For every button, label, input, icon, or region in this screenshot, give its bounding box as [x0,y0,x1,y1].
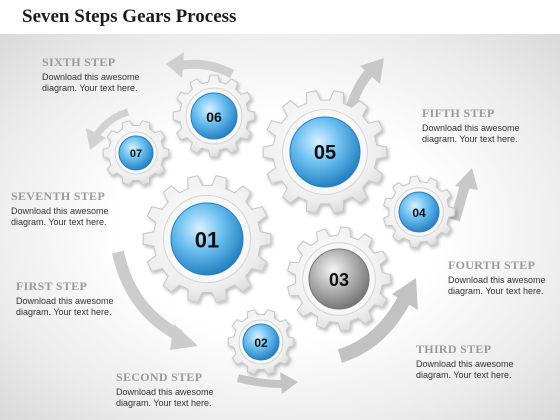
step-desc-line: Download this awesome [422,123,520,133]
arrow-seventh [86,108,130,150]
gear-hub [118,135,154,171]
gear-hub [289,116,361,188]
step-desc-line: diagram. Your text here. [42,83,138,93]
step-desc-line: Download this awesome [416,359,514,369]
arrow-fourth [450,168,478,222]
arrow-first [112,250,198,350]
gear-group: 01 02 03 04 05 06 07 [102,74,456,375]
step-seventh: SEVENTH STEP Download this awesome diagr… [11,189,141,228]
process-arrows [86,52,478,394]
step-description: Download this awesome diagram. Your text… [448,275,560,297]
gear-hub [190,92,238,140]
step-description: Download this awesome diagram. Your text… [16,296,146,318]
step-desc-line: Download this awesome [116,387,214,397]
gear-04: 04 [383,175,456,249]
step-desc-line: diagram. Your text here. [416,370,512,380]
step-desc-line: diagram. Your text here. [116,398,212,408]
gear-number: 06 [206,109,222,125]
step-description: Download this awesome diagram. Your text… [11,206,141,228]
step-title: THIRD STEP [416,342,492,356]
gear-hub [398,191,440,233]
step-description: Download this awesome diagram. Your text… [422,123,552,145]
step-first: FIRST STEP Download this awesome diagram… [16,279,146,318]
step-title: SECOND STEP [116,370,203,384]
gear-06: 06 [172,74,256,158]
gear-hub [308,248,370,310]
step-title: SEVENTH STEP [11,189,105,203]
gear-05: 05 [262,90,388,214]
arrow-fifth [345,58,384,112]
gear-01: 01 [142,175,272,303]
gear-number: 01 [195,228,219,253]
step-fourth: FOURTH STEP Download this awesome diagra… [448,258,560,297]
step-description: Download this awesome diagram. Your text… [42,72,172,94]
step-title: SIXTH STEP [42,55,116,69]
arrow-sixth [166,52,235,79]
step-title: FIRST STEP [16,279,88,293]
gear-number: 03 [329,270,349,290]
arrow-second [236,372,298,394]
step-title: FIFTH STEP [422,106,495,120]
arrow-third [337,278,418,363]
step-desc-line: diagram. Your text here. [422,134,518,144]
gear-07: 07 [102,120,170,186]
gear-number: 07 [130,148,142,160]
step-sixth: SIXTH STEP Download this awesome diagram… [42,55,172,94]
step-description: Download this awesome diagram. Your text… [416,359,546,381]
gear-02: 02 [227,309,295,375]
step-title: FOURTH STEP [448,258,536,272]
step-desc-line: Download this awesome [448,275,546,285]
step-desc-line: Download this awesome [42,72,140,82]
gear-hub [242,323,280,361]
step-description: Download this awesome diagram. Your text… [116,387,246,409]
gear-number: 02 [254,336,268,350]
gear-03: 03 [287,226,392,332]
step-desc-line: diagram. Your text here. [448,286,544,296]
gear-number: 04 [412,206,426,220]
step-desc-line: Download this awesome [11,206,109,216]
step-desc-line: diagram. Your text here. [16,307,112,317]
step-fifth: FIFTH STEP Download this awesome diagram… [422,106,552,145]
page-title: Seven Steps Gears Process [22,6,237,27]
gear-number: 05 [314,142,336,164]
step-third: THIRD STEP Download this awesome diagram… [416,342,546,381]
step-second: SECOND STEP Download this awesome diagra… [116,370,246,409]
step-desc-line: Download this awesome [16,296,114,306]
gear-hub [170,202,244,276]
step-desc-line: diagram. Your text here. [11,217,107,227]
